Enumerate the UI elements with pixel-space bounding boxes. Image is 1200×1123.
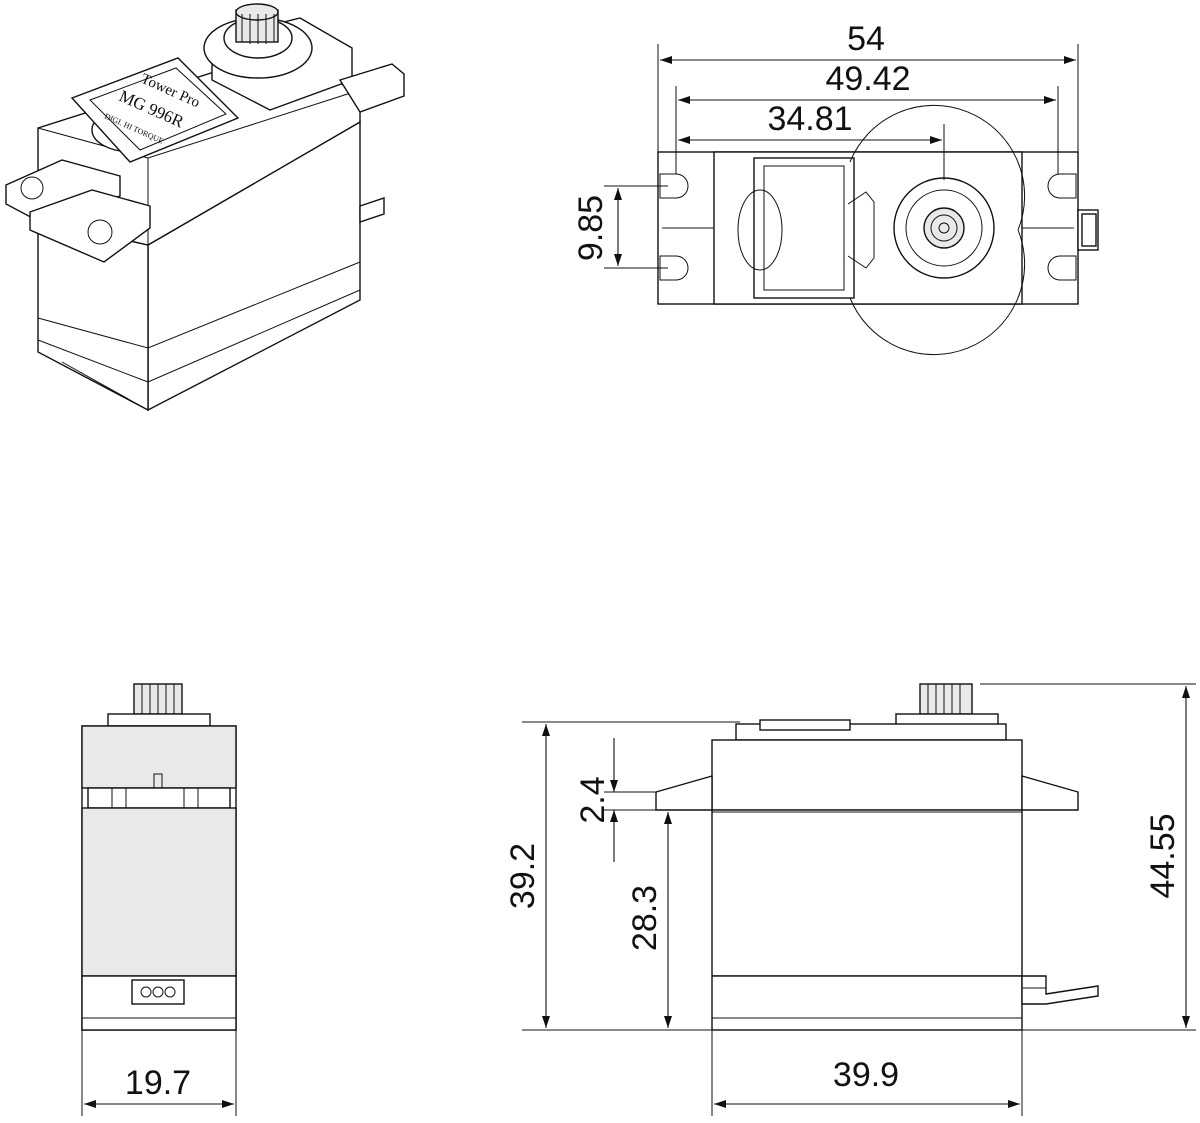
dim-total-height: 44.55	[1144, 813, 1182, 898]
dim-flange-thickness: 2.4	[574, 776, 612, 823]
isometric-view: Tower Pro MG 996R DIGI. HI TORQUE	[5, 3, 405, 412]
dim-width: 19.7	[125, 1064, 191, 1102]
dim-overall-length: 54	[847, 20, 885, 58]
dim-mount-hole-spacing: 49.42	[825, 60, 910, 98]
dim-body-length: 39.9	[833, 1056, 899, 1094]
side-view: 39.2 2.4 28.3 44.55 39.9	[504, 683, 1196, 1116]
dim-flange-height: 28.3	[626, 885, 664, 951]
dim-mount-hole-pitch: 9.85	[572, 195, 610, 261]
dim-body-height: 39.2	[504, 843, 542, 909]
dim-shaft-offset: 34.81	[767, 100, 852, 138]
end-view: 19.7	[81, 683, 237, 1116]
top-view: 54 49.42 34.81 9.85	[572, 20, 1099, 356]
